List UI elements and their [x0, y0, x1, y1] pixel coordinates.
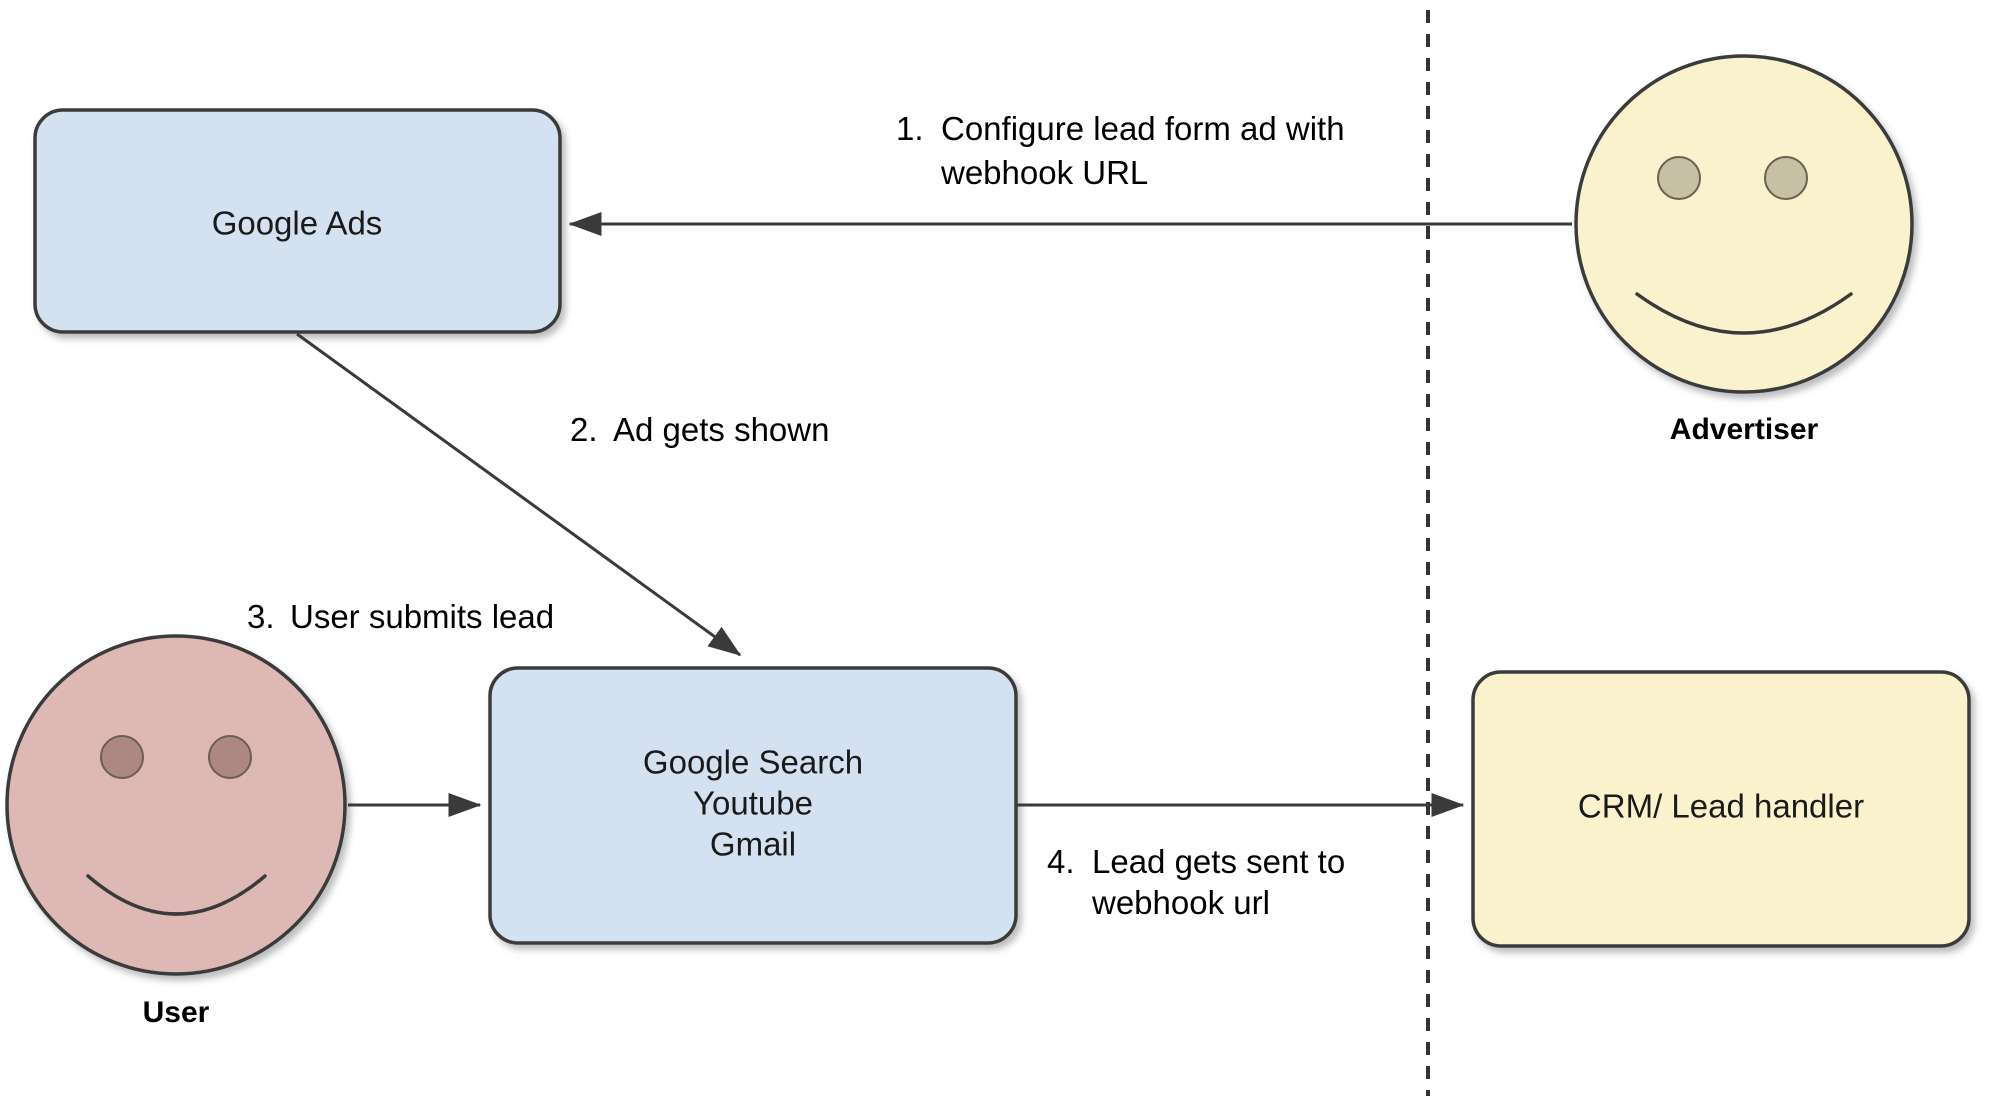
- edge-step-1-line-1: Configure lead form ad with: [941, 110, 1345, 147]
- edge-step-3-number: 3.: [247, 598, 275, 635]
- node-advertiser[interactable]: Advertiser: [1574, 54, 1914, 446]
- advertiser-smile-icon: [1635, 292, 1853, 335]
- user-face-circle[interactable]: [5, 634, 347, 976]
- edge-step-3[interactable]: 3. User submits lead: [247, 598, 554, 817]
- edge-step-2-arrow[interactable]: [296, 332, 742, 657]
- user-smile-icon: [86, 874, 267, 916]
- edge-step-1-line-2: webhook URL: [940, 154, 1148, 191]
- google-ads-box[interactable]: [33, 108, 562, 334]
- edge-step-4[interactable]: 4. Lead gets sent to webhook url: [1016, 793, 1465, 921]
- edge-step-1[interactable]: 1. Configure lead form ad with webhook U…: [568, 110, 1572, 236]
- node-user[interactable]: User: [5, 634, 347, 1029]
- google-surfaces-line-1: Google Search: [643, 744, 863, 781]
- crm-box[interactable]: [1471, 670, 1971, 948]
- edge-step-2[interactable]: 2. Ad gets shown: [296, 332, 829, 657]
- node-google-surfaces[interactable]: Google Search Youtube Gmail: [488, 666, 1018, 945]
- edge-step-4-number: 4.: [1047, 843, 1075, 880]
- edge-step-1-number: 1.: [896, 110, 924, 147]
- advertiser-face-circle[interactable]: [1574, 54, 1914, 394]
- advertiser-right-eye-icon: [1764, 156, 1808, 200]
- edge-step-4-line-2: webhook url: [1091, 884, 1270, 921]
- node-google-ads[interactable]: Google Ads: [33, 108, 562, 334]
- advertiser-label: Advertiser: [1670, 413, 1819, 446]
- node-crm[interactable]: CRM/ Lead handler: [1471, 670, 1971, 948]
- user-label: User: [143, 996, 210, 1029]
- edge-step-2-number: 2.: [570, 411, 598, 448]
- edge-step-3-label: User submits lead: [290, 598, 554, 635]
- user-right-eye-icon: [208, 735, 252, 779]
- crm-label: CRM/ Lead handler: [1578, 788, 1864, 825]
- user-left-eye-icon: [100, 735, 144, 779]
- google-surfaces-line-3: Gmail: [710, 826, 796, 863]
- advertiser-left-eye-icon: [1657, 156, 1701, 200]
- google-ads-label: Google Ads: [212, 205, 383, 242]
- edge-step-4-line-1: Lead gets sent to: [1092, 843, 1345, 880]
- edge-step-2-label: Ad gets shown: [613, 411, 829, 448]
- google-surfaces-line-2: Youtube: [693, 785, 813, 822]
